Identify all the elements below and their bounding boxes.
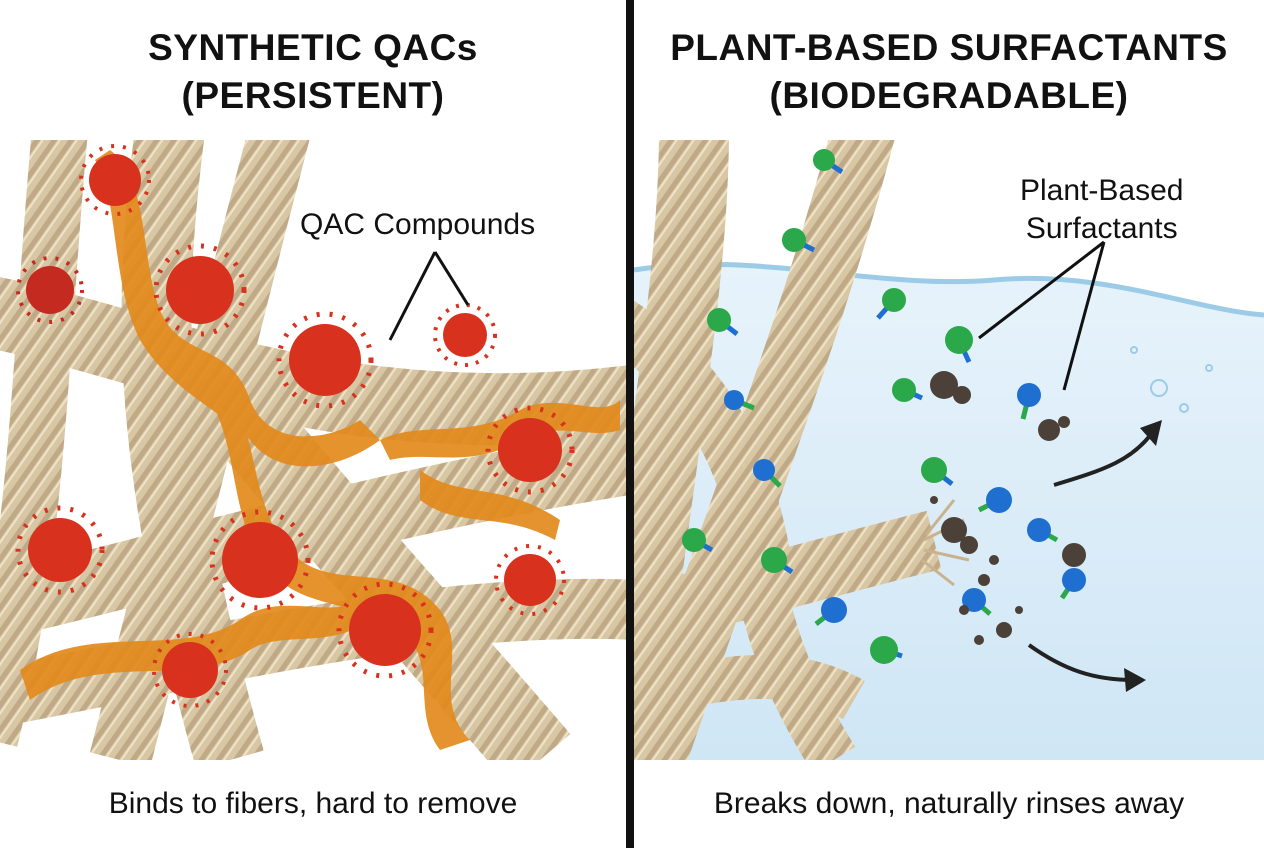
bubbles (1130, 346, 1213, 413)
right-caption: Breaks down, naturally rinses away (713, 787, 1185, 820)
rinse-arrows (1027, 428, 1156, 682)
surfactant-callout-line2: Surfactants (1025, 212, 1178, 245)
surfactant-callout-lines (978, 240, 1106, 391)
surfactant-molecules (682, 149, 1086, 664)
dirt-particles (930, 371, 1086, 645)
panel-divider (626, 0, 634, 848)
left-caption: Binds to fibers, hard to remove (108, 787, 518, 820)
surfactant-callout-label: Plant-Based Surfactants (1020, 172, 1183, 248)
qac-callout-lines (388, 251, 470, 341)
right-title-line2: (BIODEGRADABLE) (769, 75, 1129, 116)
left-title: SYNTHETIC QACs (PERSISTENT) (0, 24, 626, 120)
right-title: PLANT-BASED SURFACTANTS (BIODEGRADABLE) (634, 24, 1264, 120)
fiber-strands (634, 140, 942, 760)
left-title-line1: SYNTHETIC QACs (148, 27, 478, 68)
left-title-line2: (PERSISTENT) (181, 75, 445, 116)
right-panel: PLANT-BASED SURFACTANTS (BIODEGRADABLE) (634, 0, 1264, 848)
water-surface (634, 261, 1264, 318)
right-title-line1: PLANT-BASED SURFACTANTS (670, 27, 1228, 68)
qac-fibers-illustration (0, 140, 626, 760)
surfactant-fibers-illustration (634, 140, 1264, 760)
qac-virus-particles (15, 144, 575, 708)
surfactant-callout-line1: Plant-Based (1020, 174, 1184, 207)
qac-callout-label: QAC Compounds (300, 208, 536, 241)
left-panel: SYNTHETIC QACs (PERSISTENT) (0, 0, 626, 848)
arrow-heads (1124, 420, 1162, 692)
